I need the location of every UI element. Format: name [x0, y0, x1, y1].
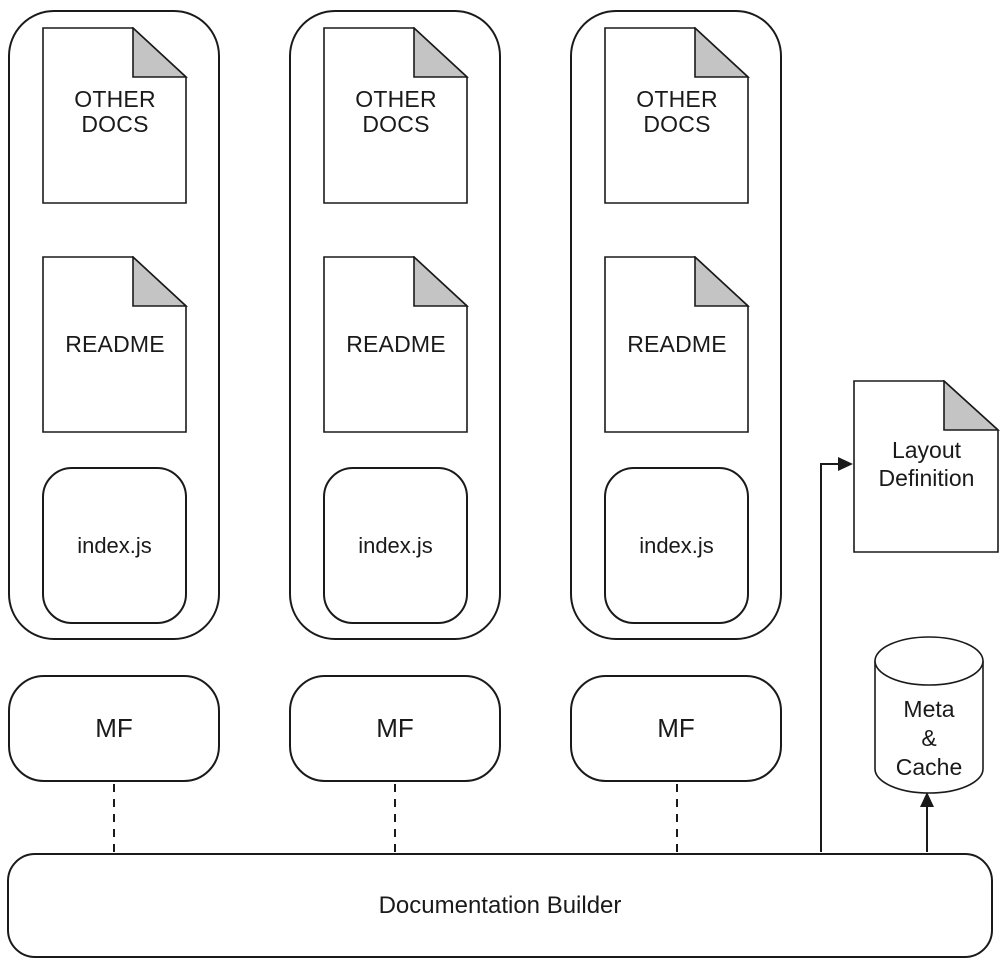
module-container-1: OTHER DOCS README index.js: [8, 10, 220, 640]
documentation-builder-box: Documentation Builder: [7, 853, 993, 958]
layout-definition-label: Layout Definition: [878, 437, 975, 491]
readme-file-icon: [42, 256, 188, 433]
layout-definition-node: Layout Definition: [853, 380, 1000, 554]
meta-cache-label: Meta & Cache: [895, 696, 963, 780]
mf-label: MF: [95, 713, 133, 743]
other-docs-file-icon: [42, 27, 188, 204]
mf-label: MF: [657, 713, 695, 743]
other-docs-label: OTHER DOCS: [74, 86, 156, 137]
readme-label: README: [65, 331, 165, 357]
index-js-box-1: index.js: [42, 467, 187, 624]
other-docs-file-icon: [604, 27, 750, 204]
builder-to-layout-definition-arrowhead: [838, 457, 853, 471]
other-docs-file-icon: [323, 27, 469, 204]
index-js-label: index.js: [358, 532, 433, 558]
module-container-2: OTHER DOCS README index.js: [289, 10, 501, 640]
other-docs-label: OTHER DOCS: [355, 86, 437, 137]
other-docs-label: OTHER DOCS: [636, 86, 718, 137]
module-container-3: OTHER DOCS README index.js: [570, 10, 782, 640]
meta-cache-node: Meta & Cache: [873, 635, 985, 797]
index-js-label: index.js: [77, 532, 152, 558]
index-js-label: index.js: [639, 532, 714, 558]
mf-box-2: MF: [289, 675, 501, 782]
mf-label: MF: [376, 713, 414, 743]
mf-box-3: MF: [570, 675, 782, 782]
index-js-box-2: index.js: [323, 467, 468, 624]
documentation-builder-label: Documentation Builder: [378, 891, 622, 919]
builder-to-layout-definition-arrow: [820, 463, 845, 852]
readme-file-icon: [604, 256, 750, 433]
readme-label: README: [346, 331, 446, 357]
meta-cache-cylinder-icon: [874, 636, 984, 794]
mf-box-1: MF: [8, 675, 220, 782]
index-js-box-3: index.js: [604, 467, 749, 624]
readme-label: README: [627, 331, 727, 357]
layout-definition-file-icon: [853, 380, 1000, 553]
readme-file-icon: [323, 256, 469, 433]
